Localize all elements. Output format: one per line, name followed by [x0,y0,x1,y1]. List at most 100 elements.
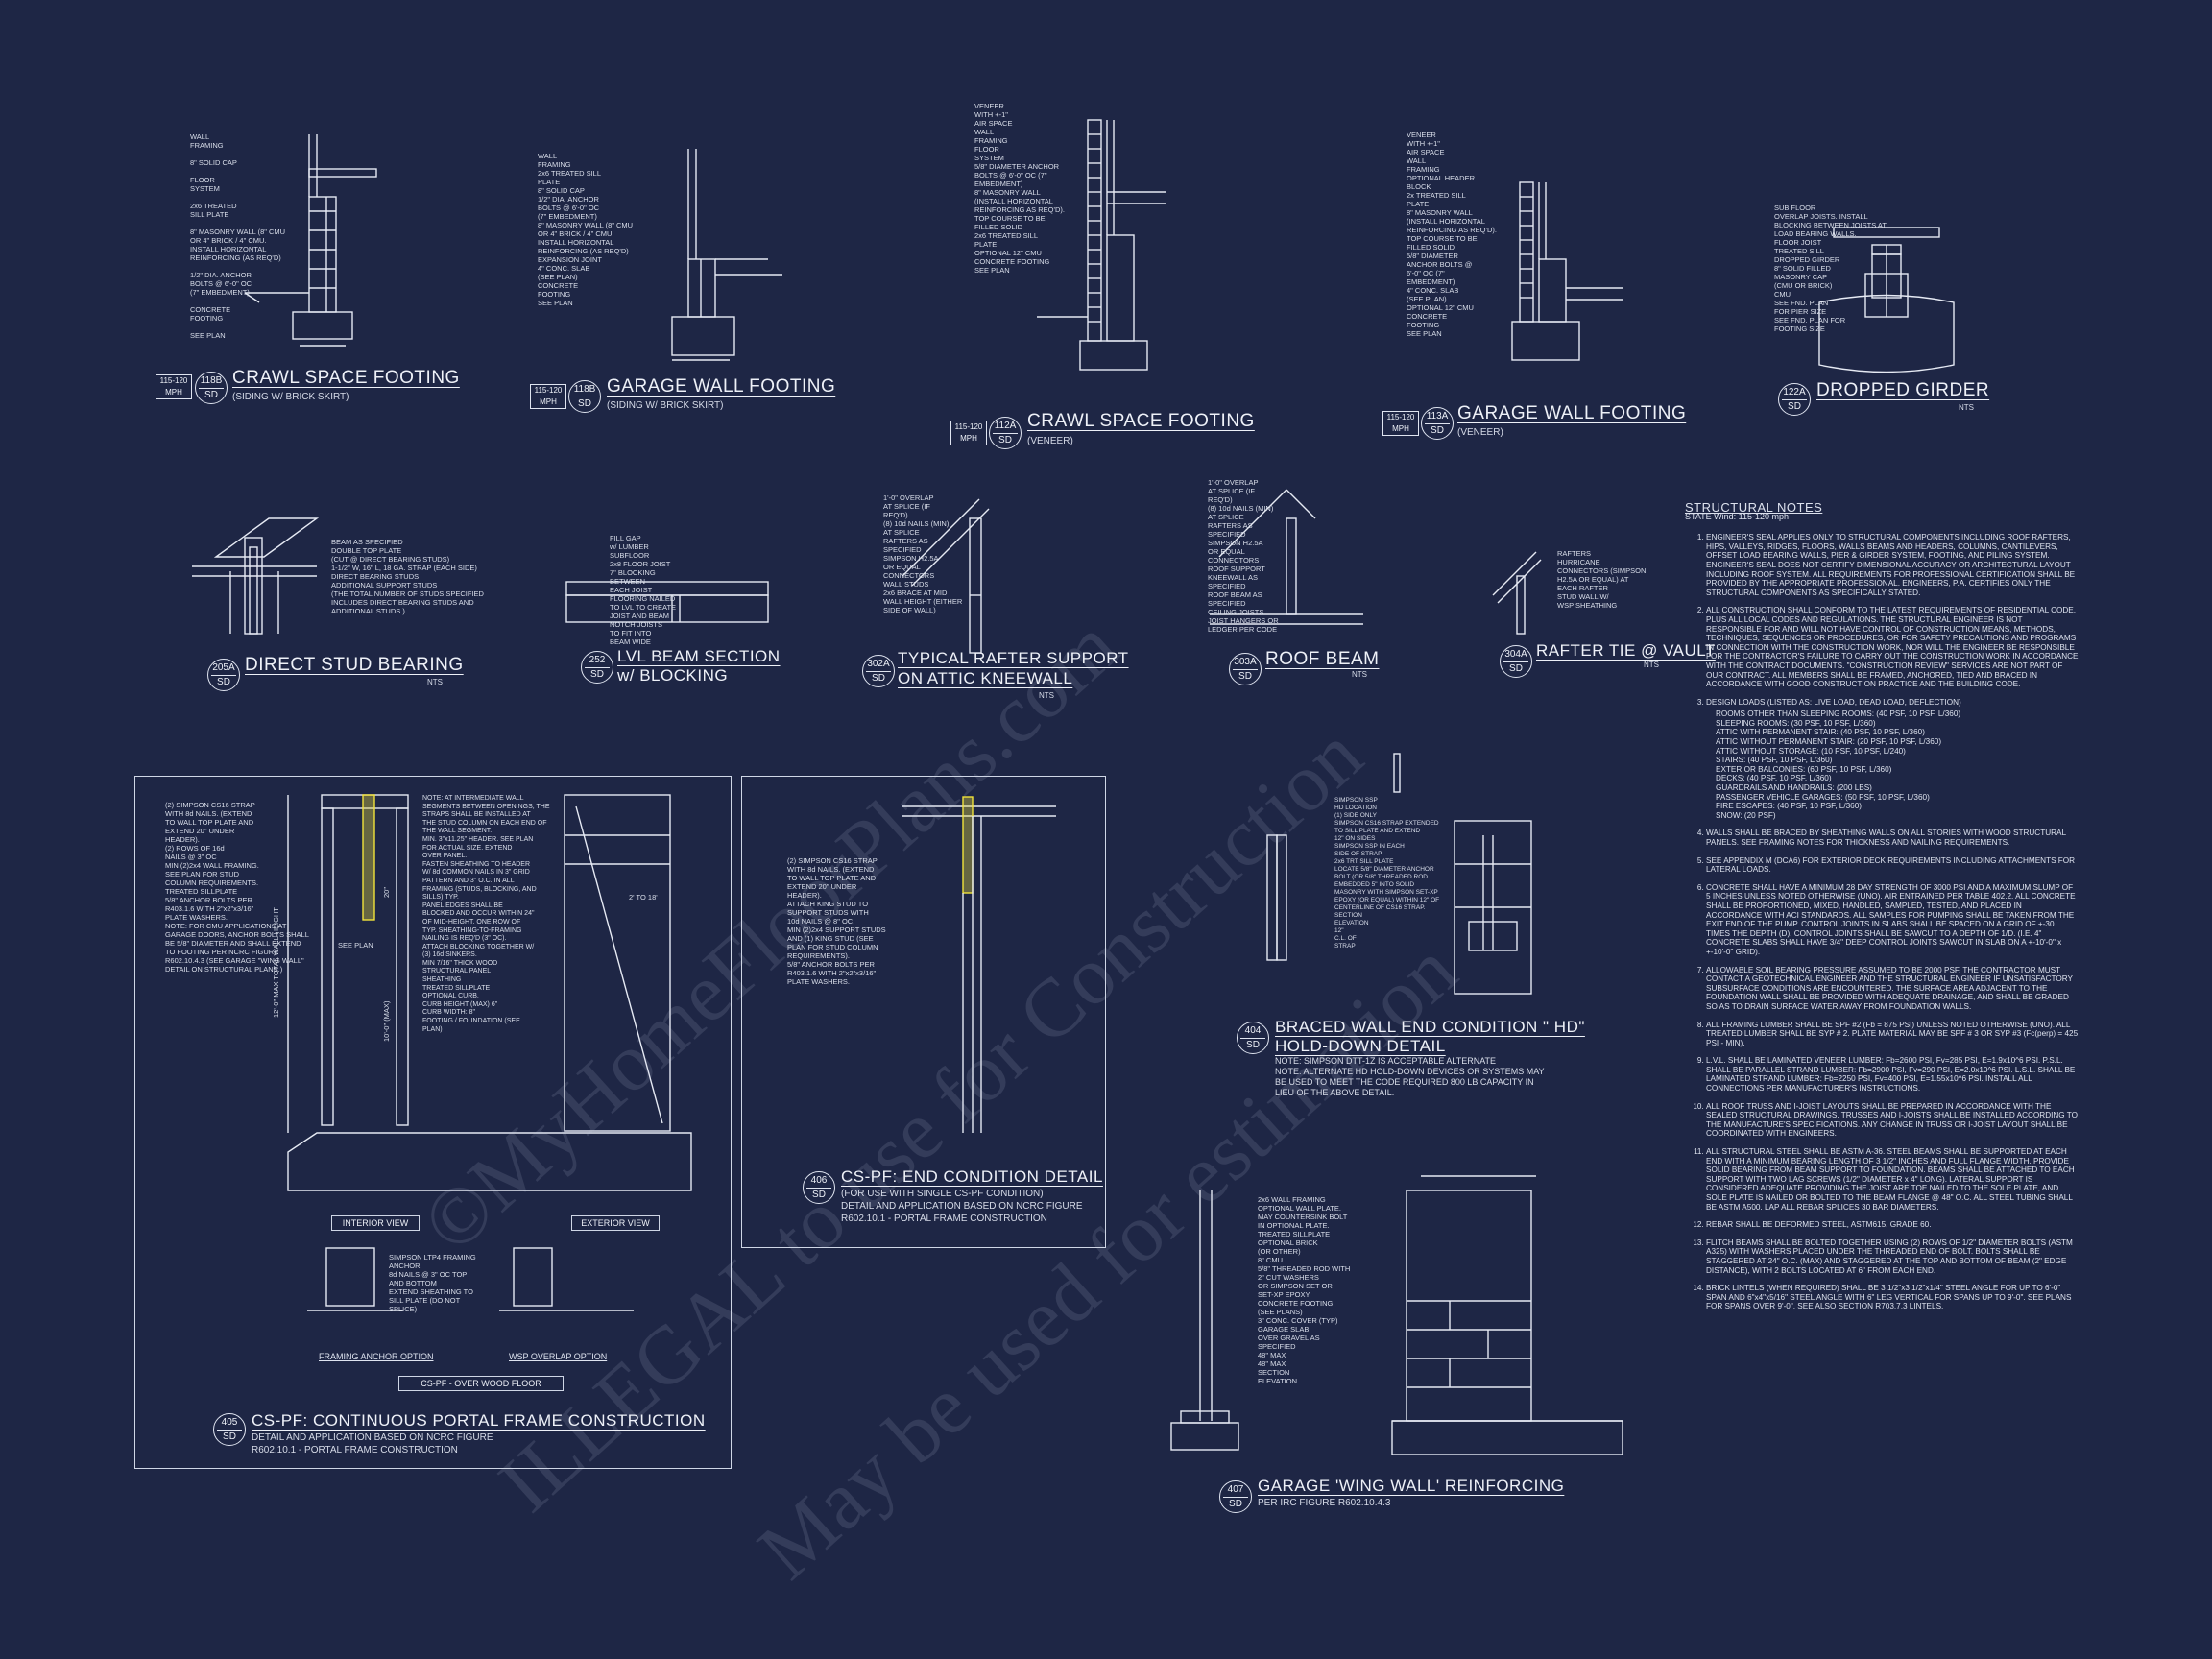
note-item: ENGINEER'S SEAL APPLIES ONLY TO STRUCTUR… [1706,533,2079,597]
wsp-overlap-option-label: WSP OVERLAP OPTION [509,1352,608,1361]
detail-title-3: CRAWL SPACE FOOTING [1027,411,1255,431]
detail-title-5: DROPPED GIRDER [1816,380,1990,400]
detail-4-labels: VENEER WITH +-1" AIR SPACE WALL FRAMING … [1407,131,1497,338]
detail-crawl-space-footing-graphic [244,134,377,347]
portal-dim-20: 20" [382,886,391,898]
detail-title-11b: HOLD-DOWN DETAIL [1275,1037,1446,1055]
note-item: DESIGN LOADS (LISTED AS: LIVE LOAD, DEAD… [1706,698,2079,821]
note-item: FLITCH BEAMS SHALL BE BOLTED TOGETHER US… [1706,1238,2079,1275]
detail-11-note: NOTE: SIMPSON DTT-1Z IS ACCEPTABLE ALTER… [1275,1056,1545,1097]
detail-7-labels: FILL GAP w/ LUMBER SUBFLOOR 2x8 FLOOR JO… [610,534,677,646]
detail-garage-wall-footing-graphic [671,149,782,361]
load-item: SNOW: (20 PSF) [1716,810,1776,820]
detail-subtitle-3: (VENEER) [1027,436,1073,446]
load-item: DECKS: (40 PSF, 10 PSF, L/360) [1716,774,1832,783]
detail-subtitle-2: (SIDING W/ BRICK SKIRT) [607,400,724,411]
structural-notes-title: STRUCTURAL NOTES [1685,500,1823,515]
detail-portal-frame-graphic [287,794,692,1311]
detail-14-labels: 2x6 WALL FRAMING OPTIONAL WALL PLATE. MA… [1258,1195,1351,1385]
detail-12-labels-right: NOTE: AT INTERMEDIATE WALL SEGMENTS BETW… [422,795,550,1033]
end-condition-subtitle-1: (FOR USE WITH SINGLE CS-PF CONDITION) [841,1189,1044,1199]
portal-frame-subtitle-2: R602.10.1 - PORTAL FRAME CONSTRUCTION [252,1445,458,1455]
detail-dropped-girder-graphic [1818,227,1955,373]
load-item: ROOMS OTHER THAN SLEEPING ROOMS: (40 PSF… [1716,709,1961,719]
detail-title-8b: ON ATTIC KNEEWALL [898,669,1073,687]
detail-garage-wall-veneer-graphic [1511,181,1623,361]
structural-notes-list: ENGINEER'S SEAL APPLIES ONLY TO STRUCTUR… [1685,533,2079,1311]
detail-nts-8: NTS [1039,691,1054,700]
mph-tag-1: 115-120 MPH [156,374,192,399]
detail-3-labels: VENEER WITH +-1" AIR SPACE WALL FRAMING … [974,102,1065,275]
detail-title-13: CS-PF: END CONDITION DETAIL [841,1167,1103,1186]
detail-8-labels: 1'-0" OVERLAP AT SPLICE (IF REQ'D) (8) 1… [883,493,963,614]
interior-view-label: INTERIOR VIEW [331,1215,420,1231]
detail-title-11: BRACED WALL END CONDITION " HD" [1275,1018,1585,1036]
framing-anchor-option-label: FRAMING ANCHOR OPTION [319,1352,434,1361]
detail-title-7: LVL BEAM SECTION [617,647,781,665]
detail-nts-6: NTS [427,678,443,686]
design-loads-list: ROOMS OTHER THAN SLEEPING ROOMS: (40 PSF… [1706,709,2079,820]
detail-title-14: GARAGE 'WING WALL' REINFORCING [1258,1477,1565,1495]
wing-wall-subtitle: PER IRC FIGURE R602.10.4.3 [1258,1498,1391,1508]
load-item: GUARDRAILS AND HANDRAILS: (200 LBS) [1716,783,1872,793]
detail-nts-5: NTS [1959,403,1974,412]
detail-2-labels: WALL FRAMING 2x6 TREATED SILL PLATE 8" S… [538,152,634,307]
detail-13-labels: (2) SIMPSON CS16 STRAP WITH 8d NAILS. (E… [787,856,886,986]
detail-roof-beam-graphic [1210,489,1363,625]
load-item: PASSENGER VEHICLE GARAGES: (50 PSF, 10 P… [1716,792,1930,802]
mph-tag-2: 115-120 MPH [530,384,566,409]
detail-12-labels-options: SIMPSON LTP4 FRAMING ANCHOR 8d NAILS @ 3… [389,1253,476,1313]
detail-10-labels: RAFTERS HURRICANE CONNECTORS (SIMPSON H2… [1557,549,1647,610]
load-item: FIRE ESCAPES: (40 PSF, 10 PSF, L/360) [1716,802,1862,811]
note-item: ALLOWABLE SOIL BEARING PRESSURE ASSUMED … [1706,966,2079,1012]
end-condition-border [741,776,1106,1248]
portal-frame-border [134,776,732,1469]
note-item: WALLS SHALL BE BRACED BY SHEATHING WALLS… [1706,829,2079,847]
note-item: SEE APPENDIX M (DCA6) FOR EXTERIOR DECK … [1706,856,2079,875]
detail-lvl-beam-graphic [565,581,769,623]
note-item: ALL ROOF TRUSS AND I-JOIST LAYOUTS SHALL… [1706,1102,2079,1139]
structural-notes-state: STATE Wind: 115-120 mph [1685,511,1790,521]
detail-rafter-support-graphic [902,498,990,654]
detail-title-9: ROOF BEAM [1265,649,1380,669]
portal-dim-height: 12'-0" MAX TOTAL WALL HEIGHT [272,907,280,1018]
portal-frame-subtitle-1: DETAIL AND APPLICATION BASED ON NCRC FIG… [252,1432,493,1443]
cs-pf-over-wood-floor-label: CS-PF - OVER WOOD FLOOR [398,1376,564,1391]
portal-dim-header: 10'-0" (MAX) [382,1000,391,1042]
detail-nts-10: NTS [1644,661,1659,669]
detail-title-4: GARAGE WALL FOOTING [1457,403,1687,423]
note-item: CONCRETE SHALL HAVE A MINIMUM 28 DAY STR… [1706,883,2079,957]
detail-direct-stud-bearing-graphic [192,517,320,635]
detail-6-labels: BEAM AS SPECIFIED DOUBLE TOP PLATE (CUT … [331,538,484,615]
note-item: REBAR SHALL BE DEFORMED STEEL, ASTM615, … [1706,1220,2079,1230]
detail-9-labels: 1'-0" OVERLAP AT SPLICE (IF REQ'D) (8) 1… [1208,478,1279,634]
load-item: STAIRS: (40 PSF, 10 PSF, L/360) [1716,756,1833,765]
detail-title-8: TYPICAL RAFTER SUPPORT [898,649,1129,667]
load-item: ATTIC WITH PERMANENT STAIR: (40 PSF, 10 … [1716,728,1925,737]
detail-12-labels-left: (2) SIMPSON CS16 STRAP WITH 8d NAILS. (E… [165,801,309,974]
note-item: ALL FRAMING LUMBER SHALL BE SPF #2 (Fb =… [1706,1021,2079,1048]
note-item: L.V.L. SHALL BE LAMINATED VENEER LUMBER:… [1706,1056,2079,1093]
load-item: ATTIC WITHOUT PERMANENT STAIR: (20 PSF, … [1716,737,1942,747]
detail-title-1: CRAWL SPACE FOOTING [232,368,460,388]
exterior-view-label: EXTERIOR VIEW [571,1215,660,1231]
detail-11-labels: SIMPSON SSP HD LOCATION (1) SIDE ONLY SI… [1334,797,1440,950]
portal-see-plan: SEE PLAN [338,941,373,950]
detail-title-7b: w/ BLOCKING [617,666,729,685]
detail-nts-9: NTS [1352,670,1367,679]
note-item: ALL CONSTRUCTION SHALL CONFORM TO THE LA… [1706,606,2079,688]
detail-hold-down-graphic [1266,753,1532,995]
note-item-text: DESIGN LOADS (LISTED AS: LIVE LOAD, DEAD… [1706,697,1961,707]
